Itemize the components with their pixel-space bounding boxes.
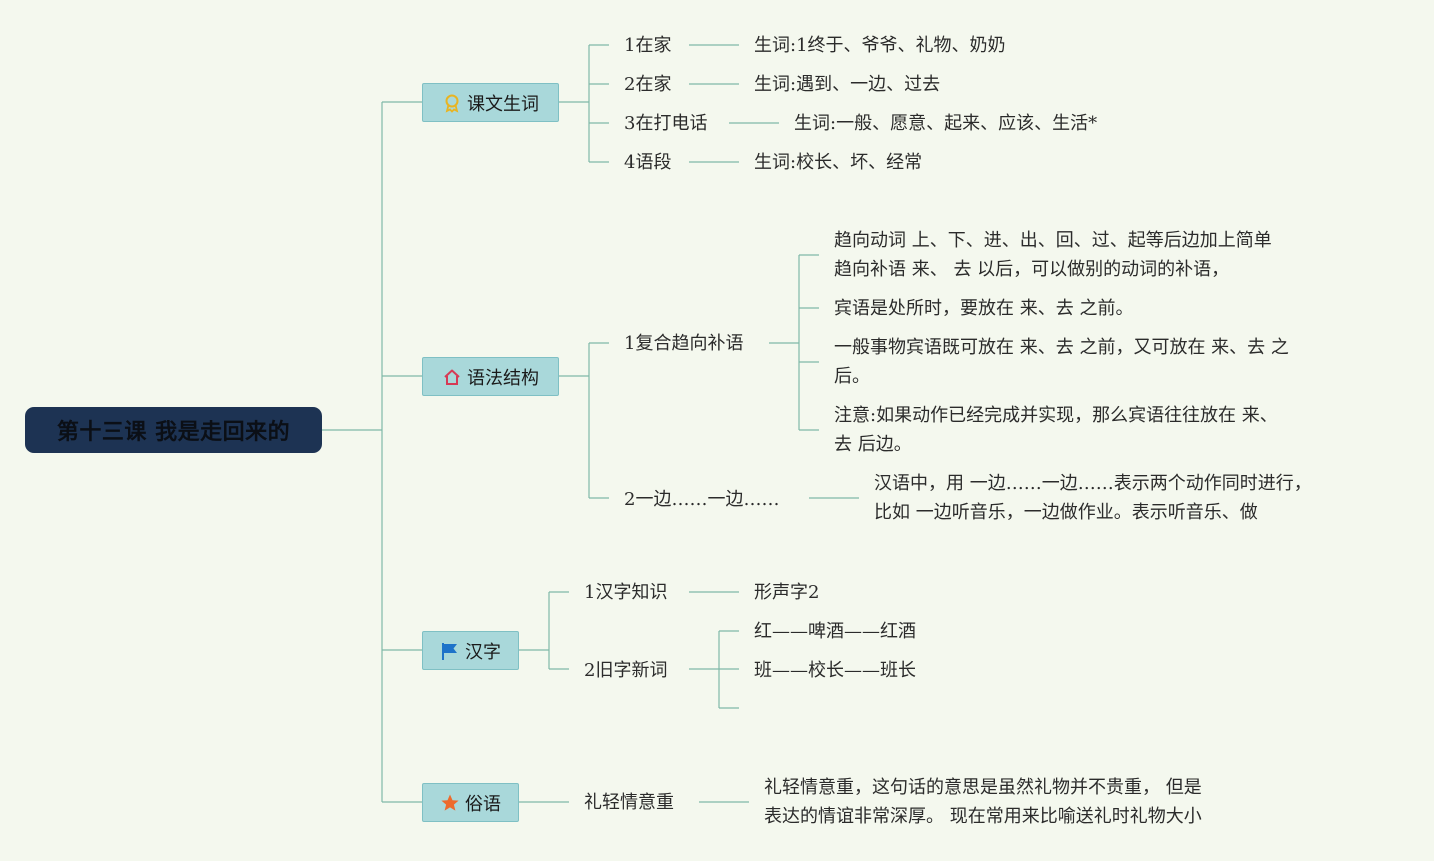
branch-label: 课文生词: [467, 93, 539, 115]
home-icon: [442, 367, 462, 387]
branch-grammar[interactable]: 语法结构: [422, 357, 559, 396]
proverb-item-1[interactable]: 礼轻情意重: [584, 792, 674, 813]
vocab-item-4[interactable]: 4语段: [624, 152, 672, 173]
characters-item-2-word-1[interactable]: 红——啤酒——红酒: [754, 621, 916, 642]
branch-vocabulary[interactable]: 课文生词: [422, 83, 559, 122]
vocab-item-4-detail[interactable]: 生词:校长、坏、经常: [754, 152, 923, 173]
text-line: 趋向动词 上、下、进、出、回、过、起等后边加上简单: [834, 230, 1272, 251]
proverb-item-1-detail[interactable]: 礼轻情意重，这句话的意思是虽然礼物并不贵重， 但是 表达的情谊非常深厚。 现在常…: [764, 773, 1202, 831]
text-line: 比如 一边听音乐，一边做作业。表示听音乐、做: [874, 502, 1258, 523]
characters-item-1[interactable]: 1汉字知识: [584, 582, 668, 603]
text-line: 注意:如果动作已经完成并实现，那么宾语往往放在 来、: [834, 405, 1278, 426]
flag-icon: [440, 641, 460, 661]
characters-item-2-word-2[interactable]: 班——校长——班长: [754, 660, 916, 681]
grammar-item-1[interactable]: 1复合趋向补语: [624, 333, 744, 354]
text-line: 汉语中，用 一边……一边……表示两个动作同时进行，: [874, 473, 1312, 494]
star-icon: [440, 793, 460, 813]
root-title: 第十三课 我是走回来的: [56, 420, 291, 445]
vocab-item-1[interactable]: 1在家: [624, 35, 672, 56]
branch-proverb[interactable]: 俗语: [422, 783, 519, 822]
characters-item-2[interactable]: 2旧字新词: [584, 660, 668, 681]
grammar-item-2-detail[interactable]: 汉语中，用 一边……一边……表示两个动作同时进行， 比如 一边听音乐，一边做作业…: [874, 469, 1312, 527]
vocab-item-2-detail[interactable]: 生词:遇到、一边、过去: [754, 74, 941, 95]
award-ribbon-icon: [442, 93, 462, 113]
branch-label: 俗语: [465, 793, 501, 815]
vocab-item-3-detail[interactable]: 生词:一般、愿意、起来、应该、生活*: [794, 113, 1098, 134]
text-line: 宾语是处所时，要放在 来、去 之前。: [834, 298, 1134, 319]
text-line: 礼轻情意重，这句话的意思是虽然礼物并不贵重， 但是: [764, 777, 1202, 798]
branch-label: 汉字: [465, 641, 501, 663]
grammar-detail-2[interactable]: 宾语是处所时，要放在 来、去 之前。: [834, 294, 1133, 323]
vocab-item-3[interactable]: 3在打电话: [624, 113, 708, 134]
grammar-item-2[interactable]: 2一边……一边……: [624, 489, 780, 510]
grammar-detail-1[interactable]: 趋向动词 上、下、进、出、回、过、起等后边加上简单 趋向补语 来、 去 以后，可…: [834, 226, 1272, 284]
vocab-item-2[interactable]: 2在家: [624, 74, 672, 95]
text-line: 去 后边。: [834, 434, 912, 455]
text-line: 表达的情谊非常深厚。 现在常用来比喻送礼时礼物大小: [764, 806, 1202, 827]
characters-item-1-detail[interactable]: 形声字2: [754, 582, 820, 603]
vocab-item-1-detail[interactable]: 生词:1终于、爷爷、礼物、奶奶: [754, 35, 1006, 56]
text-line: 一般事物宾语既可放在 来、去 之前，又可放在 来、去 之: [834, 337, 1289, 358]
root-topic[interactable]: 第十三课 我是走回来的: [25, 407, 322, 453]
grammar-detail-4[interactable]: 注意:如果动作已经完成并实现，那么宾语往往放在 来、 去 后边。: [834, 401, 1278, 459]
branch-characters[interactable]: 汉字: [422, 631, 519, 670]
grammar-detail-3[interactable]: 一般事物宾语既可放在 来、去 之前，又可放在 来、去 之 后。: [834, 333, 1289, 391]
text-line: 后。: [834, 366, 870, 387]
branch-label: 语法结构: [467, 367, 539, 389]
text-line: 趋向补语 来、 去 以后，可以做别的动词的补语，: [834, 259, 1230, 280]
